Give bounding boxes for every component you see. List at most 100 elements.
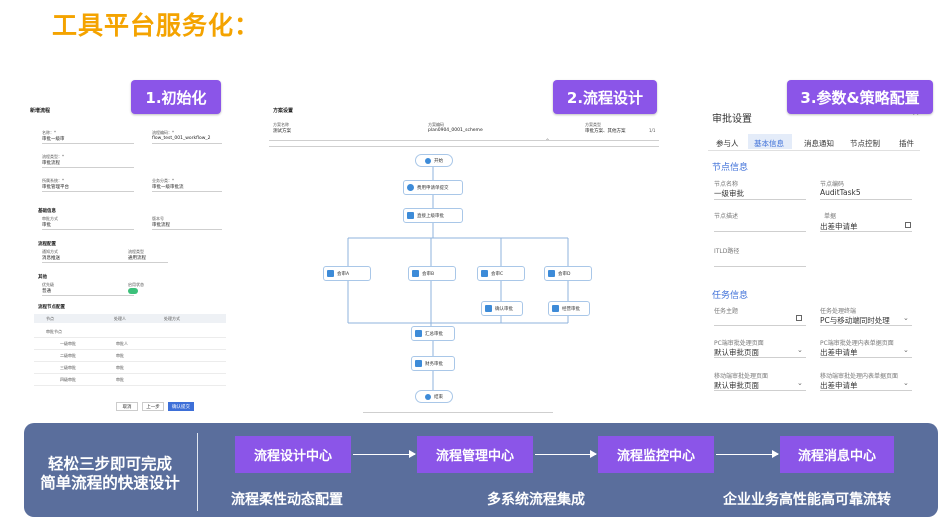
field-value[interactable]: 普通 bbox=[42, 289, 51, 294]
flow-node[interactable]: 汇总审批 bbox=[411, 326, 455, 341]
arrow-icon bbox=[353, 450, 416, 458]
flow-branch-node[interactable]: 会审D bbox=[544, 266, 592, 281]
flow-design-panel: 方案设置 方案名称 测试方案 方案编码 plan0904_0001_scheme… bbox=[263, 98, 668, 416]
task-mode-select[interactable]: PC与移动端同时处理 bbox=[820, 316, 890, 325]
flow-design-center: 流程设计中心 bbox=[235, 436, 351, 473]
tab-basic-info[interactable] bbox=[748, 134, 792, 149]
field-value[interactable]: flow_test_001_workflow_2 bbox=[152, 136, 211, 141]
field-value[interactable]: 审批 bbox=[42, 223, 51, 228]
chevron-down-icon[interactable]: ⌄ bbox=[903, 346, 909, 354]
field-label: 节点编码 bbox=[820, 181, 845, 188]
meta-value: 测试方案 bbox=[273, 129, 291, 134]
flow-node[interactable]: 财务审批 bbox=[411, 356, 455, 371]
table-head-cell: 处理方式 bbox=[164, 316, 180, 321]
task-icon bbox=[548, 270, 555, 277]
section-title: 其他 bbox=[38, 275, 47, 280]
bill-field[interactable]: 出差申请单 bbox=[820, 222, 858, 231]
flow-connectors bbox=[347, 167, 569, 390]
step-badge-init: 1.初始化 bbox=[131, 80, 221, 114]
scheme-header: 方案设置 bbox=[273, 108, 294, 114]
table-cell: 二级审批 bbox=[60, 353, 76, 358]
section-title: 任务信息 bbox=[712, 291, 749, 301]
param-config-panel: 审批设置 × 参与人 基本信息 消息通知 节点控制 插件 节点信息 节点名称 一… bbox=[700, 98, 925, 416]
tab-notify[interactable]: 消息通知 bbox=[804, 139, 834, 148]
flow-node[interactable]: 直接上级审批 bbox=[403, 208, 463, 223]
field-value[interactable]: 消息推送 bbox=[42, 256, 60, 261]
field-label: 所属系统：* bbox=[42, 178, 64, 183]
cancel-button[interactable]: 取消 bbox=[116, 402, 138, 411]
field-label: 节点名称 bbox=[714, 181, 739, 188]
field-label: 任务主题 bbox=[714, 308, 739, 315]
toggle-switch[interactable] bbox=[128, 288, 138, 294]
feature-flexible-config: 流程柔性动态配置 bbox=[231, 492, 343, 508]
tab-basic-info-label[interactable]: 基本信息 bbox=[754, 139, 784, 148]
tab-node-control[interactable]: 节点控制 bbox=[850, 139, 880, 148]
chevron-down-icon[interactable]: ⌄ bbox=[903, 314, 909, 322]
flow-sub-node[interactable]: 确认审批 bbox=[481, 301, 523, 316]
field-value[interactable]: 审批流程 bbox=[42, 161, 60, 166]
arrow-icon bbox=[535, 450, 597, 458]
field-label: ITLD路径 bbox=[714, 248, 740, 255]
submit-button[interactable]: 确认提交 bbox=[168, 402, 194, 411]
field-label: PC端审批处理页面 bbox=[714, 340, 764, 347]
step-badge-param-config: 3.参数&策略配置 bbox=[787, 80, 933, 114]
table-title: 流程节点配置 bbox=[38, 305, 65, 310]
field-label: 任务处理终端 bbox=[820, 308, 857, 315]
flow-sub-node[interactable]: 经营审批 bbox=[548, 301, 590, 316]
meta-value: plan0904_0001_scheme bbox=[428, 128, 483, 133]
task-icon bbox=[481, 270, 488, 277]
section-title: 节点信息 bbox=[712, 163, 749, 173]
field-value[interactable]: 通用流程 bbox=[128, 256, 146, 261]
field-label: 启用状态 bbox=[128, 282, 144, 287]
pc-page-select[interactable]: 默认审批页面 bbox=[714, 348, 759, 357]
task-icon bbox=[415, 360, 422, 367]
flow-end[interactable]: 结束 bbox=[415, 390, 453, 403]
pc-bill-select[interactable]: 出差申请单 bbox=[820, 348, 858, 357]
chevron-down-icon[interactable]: ⌄ bbox=[797, 346, 803, 354]
chevron-down-icon[interactable]: ⌄ bbox=[903, 379, 909, 387]
task-icon bbox=[327, 270, 334, 277]
tab-plugins[interactable]: 插件 bbox=[899, 139, 914, 148]
collapse-icon[interactable]: ⌃ bbox=[545, 138, 551, 145]
mobile-bill-select[interactable]: 出差申请单 bbox=[820, 381, 858, 390]
meta-value: 审批方案、其他方案 bbox=[585, 129, 626, 134]
task-icon bbox=[552, 305, 559, 312]
summary-text: 轻松三步即可完成 简单流程的快速设计 bbox=[40, 455, 180, 492]
play-icon bbox=[425, 157, 431, 164]
node-code-field[interactable]: AuditTask5 bbox=[820, 188, 861, 197]
feature-high-performance: 企业业务高性能高可靠流转 bbox=[723, 492, 891, 508]
feature-multi-system: 多系统流程集成 bbox=[487, 492, 585, 508]
flow-branch-node[interactable]: 会审B bbox=[408, 266, 456, 281]
form-header: 新增流程 bbox=[30, 108, 51, 114]
table-cell: 审批 bbox=[116, 365, 124, 370]
flow-branch-node[interactable]: 会审C bbox=[477, 266, 525, 281]
table-cell: 审批节点 bbox=[46, 329, 62, 334]
section-title: 基础信息 bbox=[38, 209, 56, 214]
flow-node[interactable]: 费用申请单提交 bbox=[403, 180, 463, 195]
tab-participants[interactable]: 参与人 bbox=[716, 139, 739, 148]
prev-button[interactable]: 上一步 bbox=[142, 402, 164, 411]
table-cell: 四级审批 bbox=[60, 377, 76, 382]
table-cell: 审批 bbox=[116, 353, 124, 358]
field-value[interactable]: 审批流程 bbox=[152, 223, 170, 228]
field-value[interactable]: 审批一级审 bbox=[42, 137, 65, 142]
flow-branch-node[interactable]: 会审A bbox=[323, 266, 371, 281]
table-head-cell: 处理人 bbox=[114, 316, 126, 321]
field-label: 审批方式 bbox=[42, 216, 58, 221]
meta-label: 方案类型 bbox=[585, 122, 601, 127]
copy-icon[interactable] bbox=[796, 315, 802, 321]
field-label: 通知方式 bbox=[42, 249, 58, 254]
copy-icon[interactable] bbox=[905, 222, 911, 228]
mobile-page-select[interactable]: 默认审批页面 bbox=[714, 381, 759, 390]
task-icon bbox=[415, 330, 422, 337]
node-name-field[interactable]: 一级审批 bbox=[714, 189, 744, 198]
field-value[interactable]: 审批一级审批流 bbox=[152, 185, 184, 190]
chevron-down-icon[interactable]: ⌄ bbox=[797, 379, 803, 387]
field-value[interactable]: 审批管理平台 bbox=[42, 185, 69, 190]
meta-label: 方案编码 bbox=[428, 122, 444, 127]
user-icon bbox=[407, 184, 414, 191]
flow-manage-center: 流程管理中心 bbox=[417, 436, 533, 473]
arrow-icon bbox=[716, 450, 779, 458]
flow-start[interactable]: 开始 bbox=[415, 154, 453, 167]
